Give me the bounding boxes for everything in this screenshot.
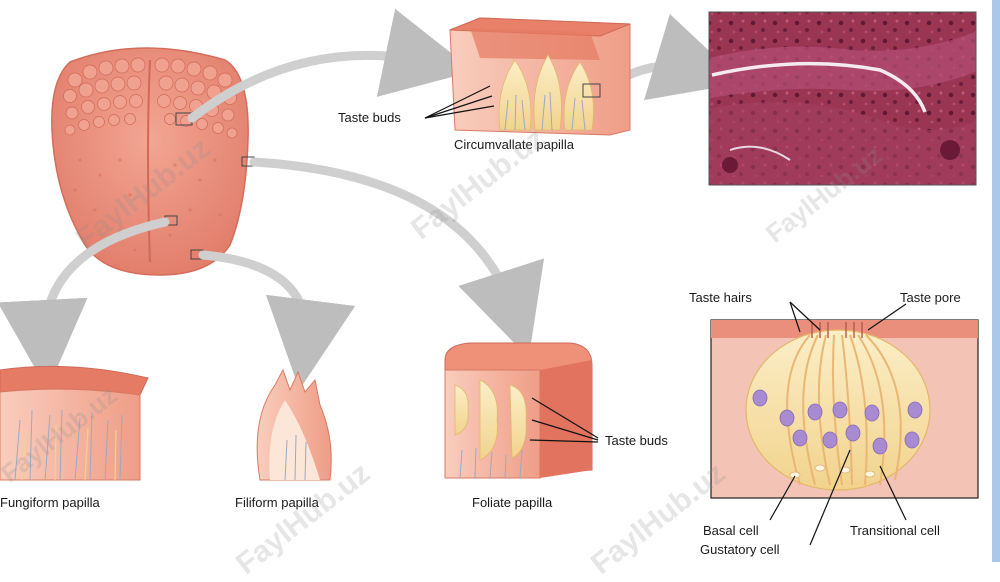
label-fungiform-papilla: Fungiform papilla — [0, 495, 100, 510]
micrograph-photo — [708, 11, 977, 186]
tongue-papillae-diagram — [0, 8, 979, 546]
fungiform-papilla-illustration — [0, 365, 149, 481]
fungiform-fibers — [14, 409, 123, 481]
tongue-midline — [147, 59, 151, 263]
label-circumvallate-papilla: Circumvallate papilla — [454, 137, 574, 152]
filiform-papilla-illustration — [256, 368, 332, 481]
circumvallate-papilla-illustration — [424, 17, 631, 136]
circumvallate-fibers — [504, 91, 586, 131]
arrow-to-filiform — [198, 250, 356, 390]
arrow-to-foliate — [249, 157, 545, 358]
taste-bud-closeup — [710, 301, 979, 546]
label-taste-pore: Taste pore — [900, 290, 961, 305]
label-taste-buds-top: Taste buds — [338, 110, 401, 125]
label-gustatory-cell: Gustatory cell — [700, 542, 780, 557]
taste-bud-nuclei — [752, 389, 923, 455]
tongue-illustration — [51, 47, 255, 276]
arrow-to-circumvallate — [187, 8, 475, 123]
label-taste-buds-foliate: Taste buds — [605, 433, 668, 448]
basal-cells — [789, 464, 876, 479]
label-filiform-papilla: Filiform papilla — [235, 495, 319, 510]
right-edge-bar — [992, 0, 1000, 562]
tongue-papillae-bumps — [63, 57, 238, 139]
label-transitional-cell: Transitional cell — [850, 523, 940, 538]
label-basal-cell: Basal cell — [703, 523, 759, 538]
taste-buds-foliate-pointers — [529, 397, 599, 443]
taste-bud-pointers — [769, 301, 907, 546]
arrow-to-fungiform — [0, 217, 170, 390]
label-foliate-papilla: Foliate papilla — [472, 495, 553, 510]
marker-micrograph — [582, 83, 601, 98]
taste-buds-top-pointers — [424, 85, 495, 119]
connector-arrows — [0, 8, 744, 390]
foliate-papilla-illustration — [444, 342, 599, 479]
label-taste-hairs: Taste hairs — [689, 290, 752, 305]
foliate-buds — [454, 379, 527, 461]
circumvallate-buds — [498, 54, 594, 131]
